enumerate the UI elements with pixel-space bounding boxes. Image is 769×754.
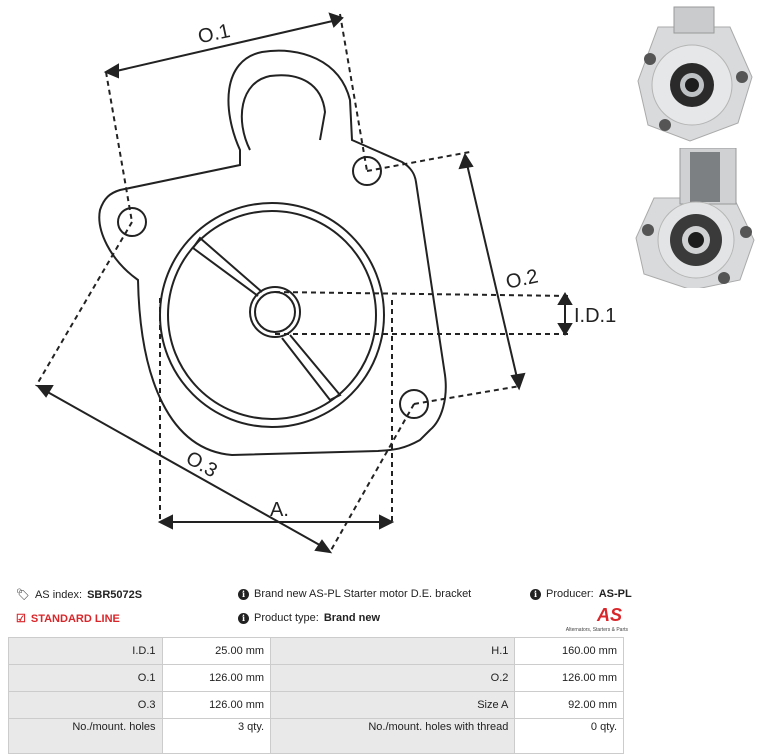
dim-label-o2: O.2 — [504, 265, 540, 293]
tag-icon: 🏷 — [16, 589, 30, 601]
product-type: i Product type: Brand new — [238, 612, 380, 624]
mount-hole-right — [399, 389, 429, 419]
product-type-value: Brand new — [323, 612, 381, 624]
bore-inner — [254, 291, 296, 333]
checkbox-icon: ☑ — [16, 613, 26, 625]
dim-label-a: A. — [270, 499, 289, 521]
spec-value: 160.00 mm — [514, 637, 624, 665]
outer-ring — [159, 202, 385, 428]
bracket-outline — [98, 49, 447, 457]
spec-value: 92.00 mm — [514, 691, 624, 719]
description: i Brand new AS-PL Starter motor D.E. bra… — [238, 588, 471, 600]
spec-label: O.1 — [8, 664, 163, 692]
dim-label-o1: O.1 — [196, 20, 232, 48]
info-icon: i — [238, 612, 249, 624]
as-index: 🏷 AS index: SBR5072S — [16, 588, 143, 602]
spec-label: H.1 — [270, 637, 516, 665]
top-ear-loop — [240, 74, 327, 151]
product-photo-angle[interactable] — [630, 148, 760, 288]
spec-label: No./mount. holes — [8, 718, 163, 754]
product-photo-front[interactable] — [630, 5, 760, 145]
as-index-value: SBR5072S — [87, 588, 143, 601]
spec-value: 3 qty. — [161, 718, 272, 754]
info-icon: i — [530, 588, 541, 600]
cutaway — [192, 236, 342, 402]
standard-line-badge[interactable]: ☑ STANDARD LINE — [16, 612, 120, 626]
spec-label: Size A — [270, 691, 516, 719]
info-icon: i — [238, 588, 249, 600]
dim-label-id1: I.D.1 — [574, 305, 616, 327]
spec-label: O.3 — [8, 691, 163, 719]
inner-ring — [167, 210, 377, 420]
spec-value: 126.00 mm — [161, 691, 272, 719]
spec-value: 126.00 mm — [161, 664, 272, 692]
mount-hole-left — [117, 207, 147, 237]
spec-label: I.D.1 — [8, 637, 163, 665]
producer-value: AS-PL — [598, 588, 632, 600]
bore-outer — [249, 286, 301, 338]
spec-value: 25.00 mm — [161, 637, 272, 665]
spec-label: No./mount. holes with thread — [270, 718, 516, 754]
bracket-technical-drawing: O.1 O.2 O.3 I.D.1 A. — [35, 12, 616, 554]
spec-label: O.2 — [270, 664, 516, 692]
mount-hole-top — [352, 156, 382, 186]
spec-value: 126.00 mm — [514, 664, 624, 692]
as-pl-logo: AS Alternators, Starters & Parts — [565, 605, 628, 633]
spec-value: 0 qty. — [514, 718, 624, 754]
producer: i Producer: AS-PL — [530, 588, 632, 600]
